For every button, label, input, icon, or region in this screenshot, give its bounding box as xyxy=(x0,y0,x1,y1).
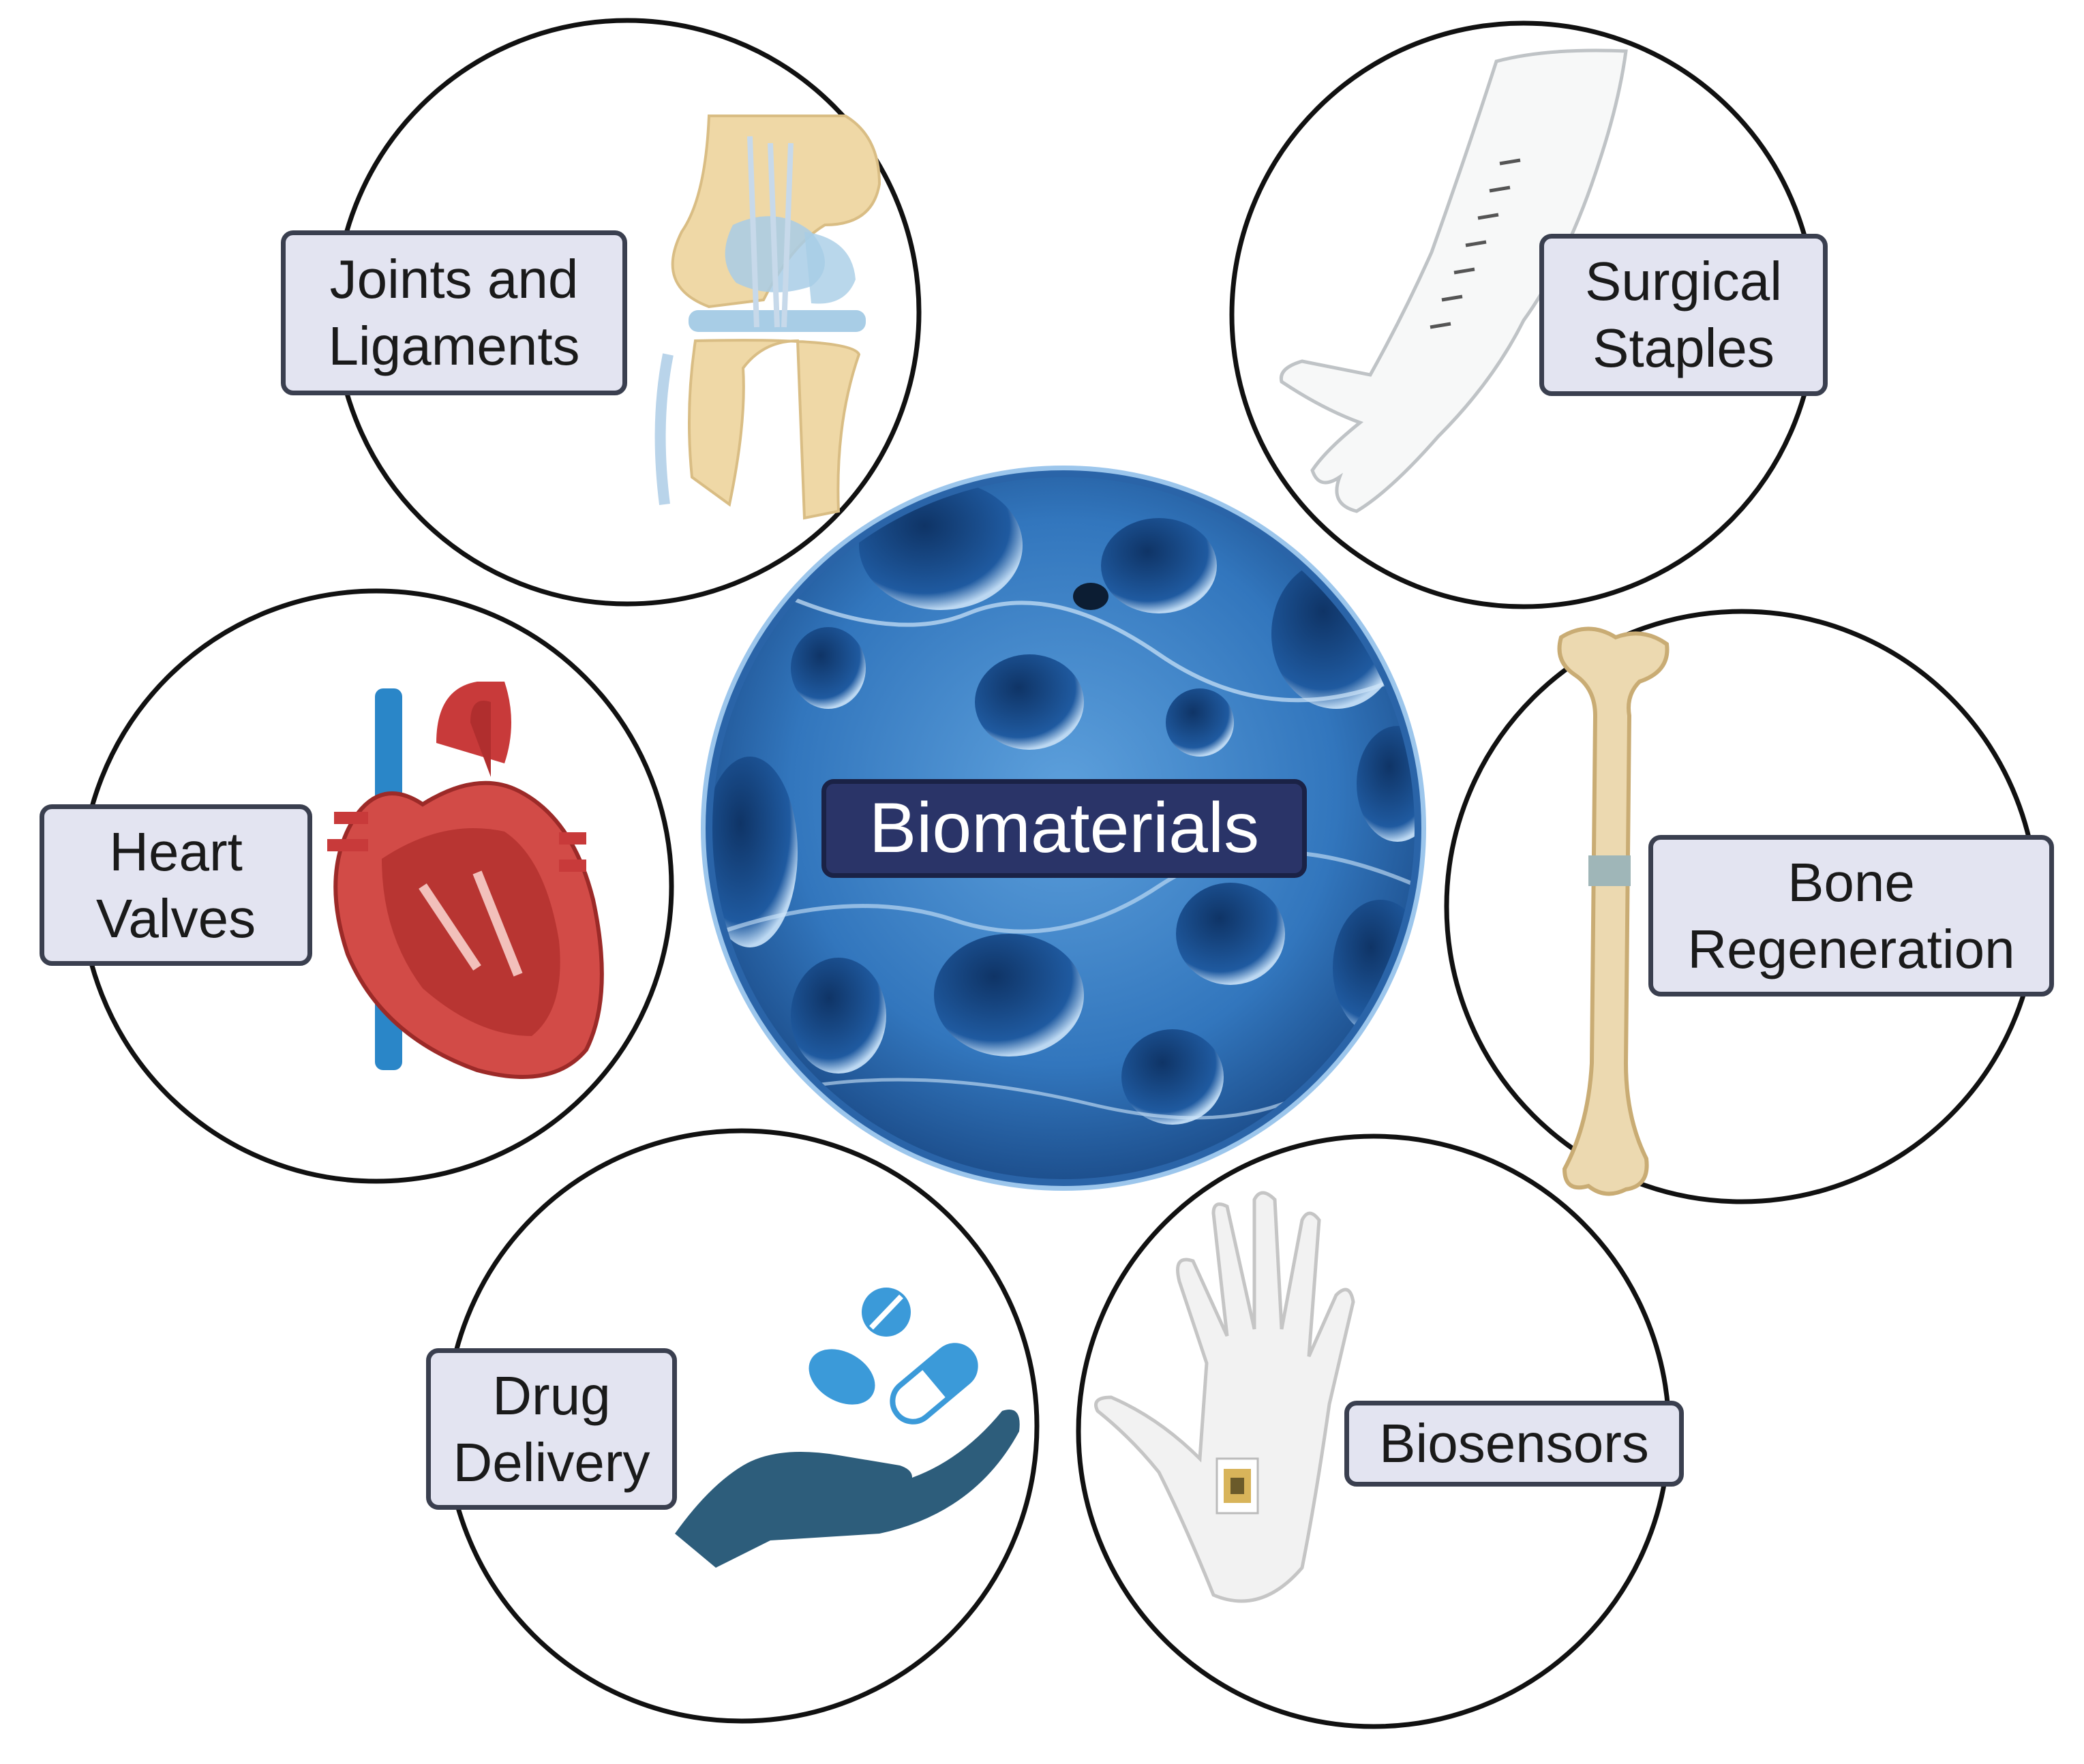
label-line: Surgical xyxy=(1584,251,1783,312)
center-label-text: Biomaterials xyxy=(869,789,1260,868)
knee-joint-icon xyxy=(654,115,881,520)
label-line: Drug xyxy=(492,1365,611,1426)
label-drug-delivery: Drug Delivery xyxy=(426,1348,677,1510)
label-biosensors: Biosensors xyxy=(1344,1401,1684,1487)
label-line: Bone xyxy=(1787,851,1915,913)
bone-icon xyxy=(1557,626,1670,1196)
hand-sensor-icon xyxy=(1094,1191,1355,1603)
label-line: Regeneration xyxy=(1687,918,2015,979)
label-line: Ligaments xyxy=(328,316,580,376)
label-line: Biosensors xyxy=(1379,1413,1649,1474)
label-joints-and-ligaments: Joints and Ligaments xyxy=(281,230,627,395)
label-line: Valves xyxy=(95,887,256,949)
label-line: Delivery xyxy=(453,1431,650,1493)
label-bone-regeneration: Bone Regeneration xyxy=(1648,835,2054,997)
heart-icon xyxy=(327,682,604,1079)
label-line: Staples xyxy=(1592,318,1775,378)
label-line: Heart xyxy=(109,821,243,882)
center-label-biomaterials: Biomaterials xyxy=(821,779,1307,878)
pills-hand-icon xyxy=(675,1288,1020,1568)
stapled-arm-icon xyxy=(1279,48,1628,513)
label-surgical-staples: Surgical Staples xyxy=(1539,234,1828,396)
label-heart-valves: Heart Valves xyxy=(40,804,312,966)
label-line: Joints and xyxy=(329,249,579,310)
